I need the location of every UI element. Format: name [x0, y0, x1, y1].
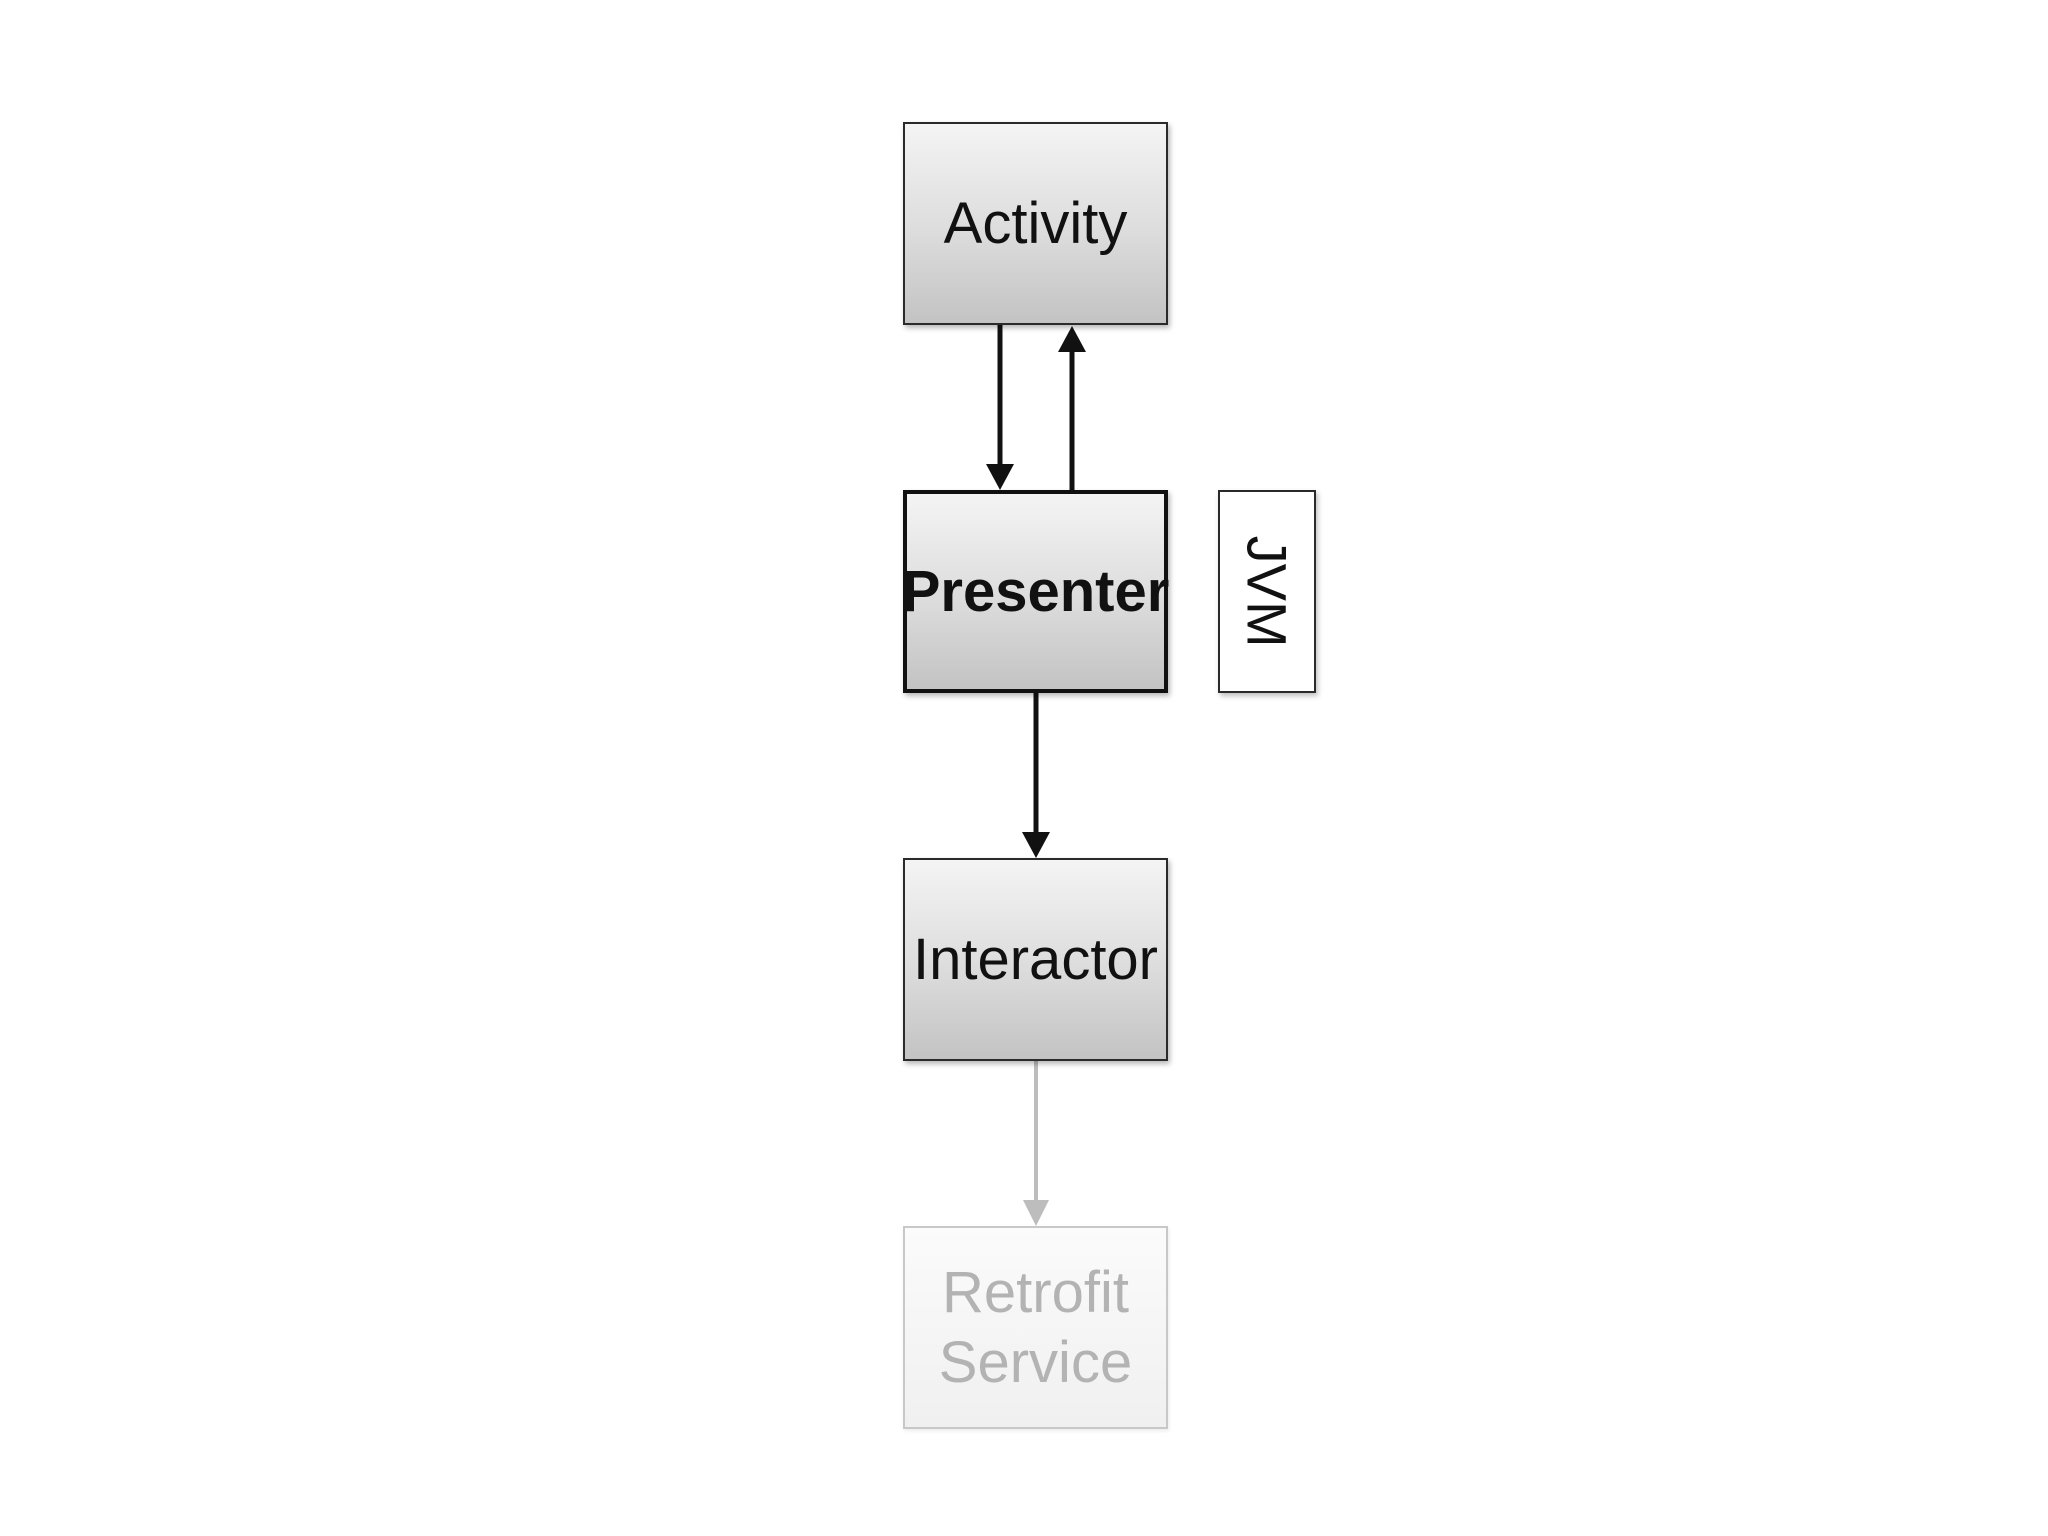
retrofit-service-node: Retrofit Service	[903, 1226, 1168, 1429]
edge-interactor-to-retrofit	[1023, 1061, 1049, 1226]
jvm-node: JVM	[1218, 490, 1316, 693]
activity-label: Activity	[943, 190, 1128, 256]
edge-presenter-to-activity	[1058, 326, 1086, 490]
interactor-label: Interactor	[913, 926, 1158, 992]
interactor-node: Interactor	[903, 858, 1168, 1061]
retrofit-service-label: Retrofit Service	[938, 1259, 1133, 1395]
edge-activity-to-presenter	[986, 325, 1014, 490]
activity-node: Activity	[903, 122, 1168, 325]
presenter-node: Presenter	[901, 490, 1170, 693]
edge-presenter-to-interactor	[1022, 693, 1050, 858]
jvm-label: JVM	[1235, 535, 1299, 648]
presenter-label: Presenter	[901, 558, 1170, 624]
